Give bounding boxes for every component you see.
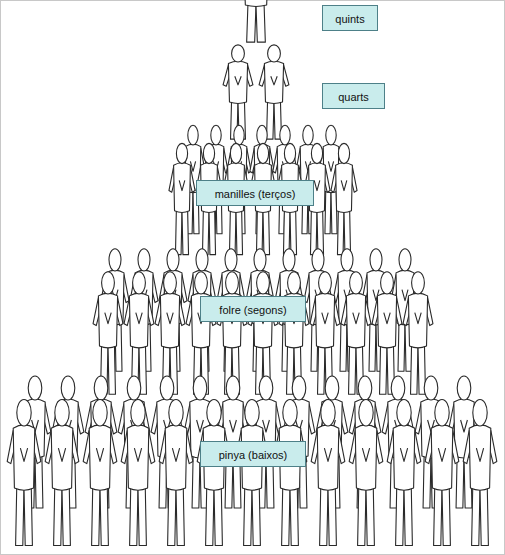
castell-figure [463,399,497,545]
castell-figure [155,272,185,395]
label-box: quints [322,5,378,31]
castell-figure [279,272,309,395]
castell-figure [121,399,155,545]
castell-figure [273,399,307,545]
castell-figure [169,143,195,254]
castell-figure [83,399,117,545]
label-box: manilles (terços) [196,180,314,206]
label-box: quarts [322,83,385,109]
label-box: folre (segons) [200,296,306,322]
castell-figure [403,272,433,395]
castell-figure [197,399,231,545]
castell-figure [310,272,340,395]
castell-figure [331,143,357,254]
castell-figure [45,399,79,545]
castell-figure [124,272,154,395]
castell-figure [235,399,269,545]
label-text: quarts [338,91,369,103]
castell-figure [387,399,421,545]
label-text: pinya (baixos) [219,449,287,461]
castell-figure [425,399,459,545]
castell-figure [349,399,383,545]
label-text: quints [335,13,364,25]
label-box: pinya (baixos) [200,441,306,467]
castell-figure [7,399,41,545]
castell-figure [248,272,278,395]
castell-figure [237,0,274,42]
castell-figure [311,399,345,545]
castell-figure [159,399,193,545]
label-text: folre (segons) [219,304,286,316]
label-text: manilles (terços) [215,188,296,200]
castell-figure [93,272,123,395]
